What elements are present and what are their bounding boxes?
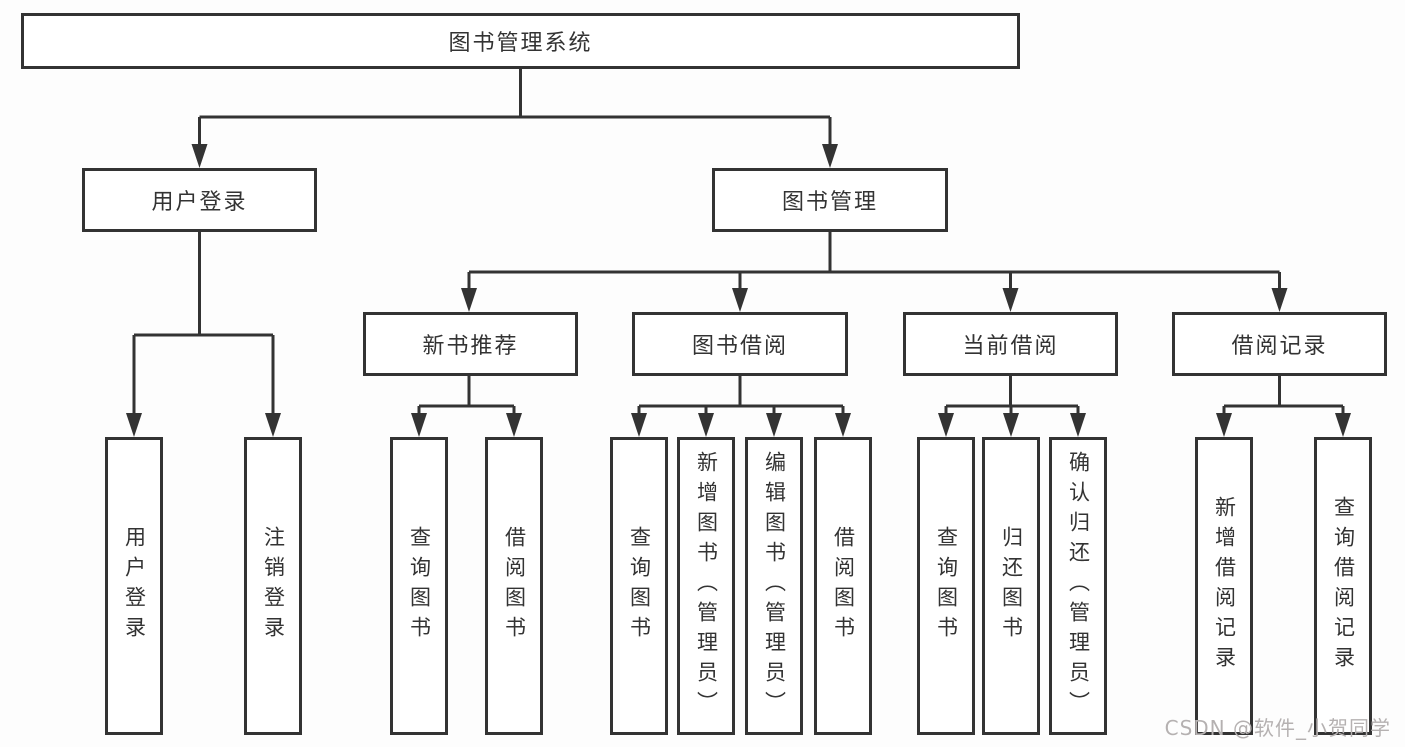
node-root-system: 图书管理系统 <box>21 13 1020 69</box>
watermark-text: CSDN @软件_小贺同学 <box>1164 716 1391 740</box>
node-book-management-label: 图书管理 <box>781 190 878 215</box>
node-book-management: 图书管理 <box>712 168 948 232</box>
leaf-query-books-1: 查询图书 <box>390 437 448 735</box>
node-new-book-recommend: 新书推荐 <box>363 312 578 376</box>
leaf-borrow-books-1-label: 借阅图书 <box>502 526 527 646</box>
leaf-query-books-1-label: 查询图书 <box>407 526 432 646</box>
node-root-label: 图书管理系统 <box>448 31 593 56</box>
leaf-return-books-label: 归还图书 <box>999 526 1024 646</box>
edge-current-borrow-to-leaves <box>938 376 1086 437</box>
leaf-add-borrow-record-label: 新增借阅记录 <box>1212 496 1237 676</box>
edge-book-borrow-to-leaves <box>631 376 851 437</box>
leaf-borrow-books-2-label: 借阅图书 <box>831 526 856 646</box>
node-current-borrow: 当前借阅 <box>903 312 1118 376</box>
leaf-user-login: 用户登录 <box>105 437 163 735</box>
node-book-borrow: 图书借阅 <box>632 312 848 376</box>
leaf-return-books: 归还图书 <box>982 437 1040 735</box>
leaf-query-books-3-label: 查询图书 <box>934 526 959 646</box>
leaf-logout-label: 注销登录 <box>261 526 286 646</box>
leaf-add-books-admin-label: 新增图书（管理员） <box>694 451 719 721</box>
leaf-user-login-label: 用户登录 <box>122 526 147 646</box>
node-new-book-recommend-label: 新书推荐 <box>422 334 519 359</box>
leaf-edit-books-admin: 编辑图书（管理员） <box>745 437 803 735</box>
node-user-login-label: 用户登录 <box>151 190 248 215</box>
edge-new-books-to-leaves <box>411 376 522 437</box>
leaf-query-borrow-record: 查询借阅记录 <box>1314 437 1372 735</box>
node-current-borrow-label: 当前借阅 <box>962 334 1059 359</box>
leaf-confirm-return-admin-label: 确认归还（管理员） <box>1066 451 1091 721</box>
leaf-edit-books-admin-label: 编辑图书（管理员） <box>762 451 787 721</box>
leaf-add-borrow-record: 新增借阅记录 <box>1195 437 1253 735</box>
node-borrow-records-label: 借阅记录 <box>1231 334 1328 359</box>
node-borrow-records: 借阅记录 <box>1172 312 1387 376</box>
leaf-confirm-return-admin: 确认归还（管理员） <box>1049 437 1107 735</box>
node-book-borrow-label: 图书借阅 <box>691 334 788 359</box>
edge-borrow-records-to-leaves <box>1216 376 1351 437</box>
leaf-borrow-books-2: 借阅图书 <box>814 437 872 735</box>
edge-book-mgmt-to-level3 <box>461 232 1288 312</box>
leaf-query-books-2: 查询图书 <box>610 437 668 735</box>
leaf-query-books-3: 查询图书 <box>917 437 975 735</box>
edge-user-login-to-leaves <box>126 232 281 437</box>
node-user-login: 用户登录 <box>82 168 317 232</box>
leaf-borrow-books-1: 借阅图书 <box>485 437 543 735</box>
leaf-query-borrow-record-label: 查询借阅记录 <box>1331 496 1356 676</box>
leaf-add-books-admin: 新增图书（管理员） <box>677 437 735 735</box>
leaf-query-books-2-label: 查询图书 <box>627 526 652 646</box>
edge-root-to-level2 <box>191 69 838 168</box>
leaf-logout: 注销登录 <box>244 437 302 735</box>
